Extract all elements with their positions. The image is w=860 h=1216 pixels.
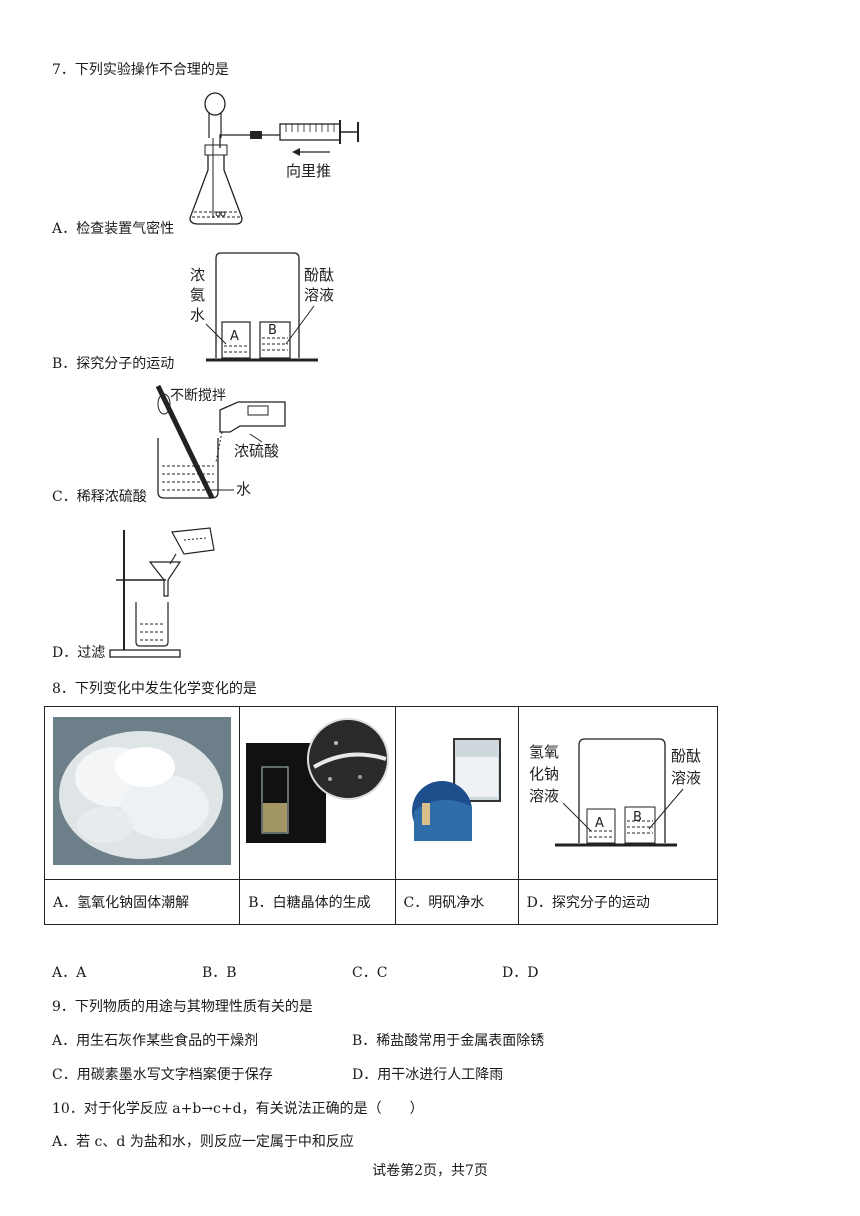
push-in-label: 向里推 bbox=[286, 162, 331, 180]
q8-caption-a: A．氢氧化钠固体潮解 bbox=[43, 879, 241, 925]
q8-image-b bbox=[239, 706, 396, 880]
q9-option-c: C．用碳素墨水写文字档案便于保存 bbox=[52, 1067, 273, 1083]
q8-answer-a: A．A bbox=[52, 965, 87, 981]
q9-option-a: A．用生石灰作某些食品的干燥剂 bbox=[52, 1033, 259, 1049]
conc-acid-label: 浓硫酸 bbox=[234, 442, 279, 460]
q8-image-c bbox=[394, 706, 519, 880]
fig-d-naoh-2: 化钠 bbox=[529, 765, 559, 783]
q8-image-a bbox=[43, 706, 241, 880]
fig-d-beaker-b: B bbox=[633, 810, 642, 825]
q8-answer-d: D．D bbox=[502, 965, 539, 981]
q8-stem: 8．下列变化中发生化学变化的是 bbox=[52, 681, 257, 697]
water-label: 水 bbox=[236, 480, 251, 498]
fig-d-beaker-a: A bbox=[595, 816, 604, 831]
q8-image-d: A B 氢氧 化钠 溶液 酚酞 溶液 bbox=[517, 706, 719, 880]
q10-option-a: A．若 c、d 为盐和水，则反应一定属于中和反应 bbox=[52, 1134, 354, 1150]
q10-stem: 10．对于化学反应 a+b→c+d，有关说法正确的是（ ） bbox=[52, 1101, 424, 1117]
q7-figure-c: 不断搅拌 浓硫酸 水 bbox=[155, 384, 286, 500]
fig-d-phenol-2: 溶液 bbox=[671, 769, 701, 787]
page-footer: 试卷第2页，共7页 bbox=[372, 1163, 488, 1179]
q7-figure-a: 向里推 bbox=[189, 92, 359, 225]
ammonia-label-3: 水 bbox=[190, 306, 205, 324]
ammonia-label-1: 浓 bbox=[190, 266, 205, 284]
stir-label: 不断搅拌 bbox=[170, 388, 226, 404]
beaker-b-label: B bbox=[268, 323, 277, 338]
sugar-crystal-photo bbox=[246, 718, 390, 843]
q7-option-a: A．检查装置气密性 bbox=[52, 221, 175, 237]
fig-d-naoh-3: 溶液 bbox=[529, 787, 559, 805]
q9-option-b: B．稀盐酸常用于金属表面除锈 bbox=[352, 1033, 545, 1049]
solution-label: 溶液 bbox=[304, 286, 334, 304]
q8-table: A B 氢氧 化钠 溶液 酚酞 溶液 A．氢氧化钠固体潮解 B．白糖晶体的生成 … bbox=[43, 706, 719, 925]
phenolphthalein-label: 酚酞 bbox=[304, 266, 334, 284]
alum-water-photo bbox=[411, 738, 501, 841]
ammonia-label-2: 氨 bbox=[190, 286, 205, 304]
fig-d-naoh-1: 氢氧 bbox=[529, 743, 559, 761]
fig-d-phenol-1: 酚酞 bbox=[671, 747, 701, 765]
q8-answer-b: B．B bbox=[202, 965, 237, 981]
beaker-a-label: A bbox=[230, 329, 239, 344]
q7-stem: 7．下列实验操作不合理的是 bbox=[52, 62, 229, 78]
q8-caption-b: B．白糖晶体的生成 bbox=[239, 879, 396, 925]
q7-option-d: D．过滤 bbox=[52, 645, 106, 661]
molecular-motion-figure: A B 氢氧 化钠 溶液 酚酞 溶液 bbox=[529, 738, 701, 847]
q7-option-c: C．稀释浓硫酸 bbox=[52, 489, 147, 505]
q7-option-b: B．探究分子的运动 bbox=[52, 356, 175, 372]
q7-figure-d bbox=[109, 527, 215, 658]
q9-option-d: D．用干冰进行人工降雨 bbox=[352, 1067, 504, 1083]
q8-caption-d: D．探究分子的运动 bbox=[517, 879, 719, 925]
q8-answer-c: C．C bbox=[352, 965, 388, 981]
q8-caption-c: C．明矾净水 bbox=[394, 879, 519, 925]
q7-figure-b: A B 浓 氨 水 酚酞 溶液 bbox=[190, 252, 334, 362]
naoh-deliquescence-photo bbox=[53, 717, 231, 865]
q9-stem: 9．下列物质的用途与其物理性质有关的是 bbox=[52, 999, 313, 1015]
